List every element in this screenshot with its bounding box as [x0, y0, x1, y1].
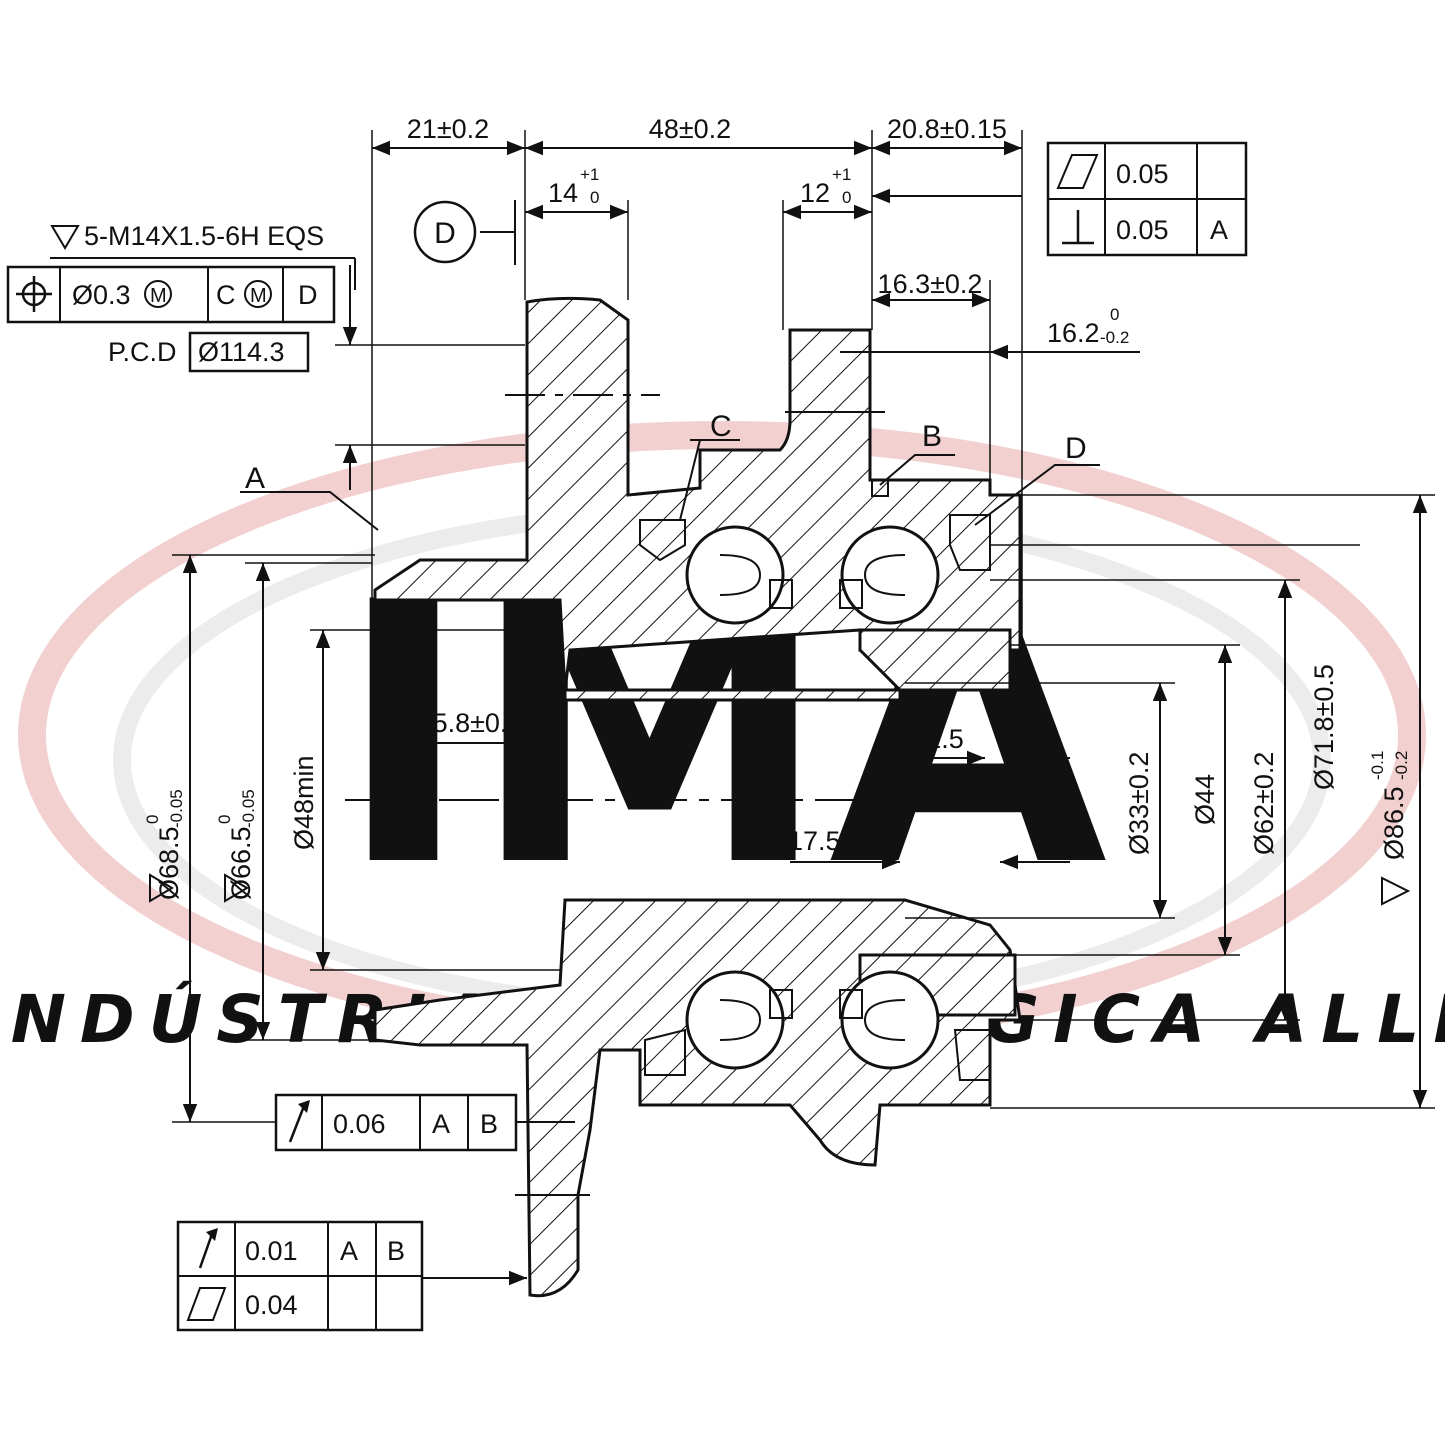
surface-symbols [50, 225, 1411, 906]
svg-text:0.01: 0.01 [245, 1236, 298, 1266]
label-c: C [710, 410, 732, 443]
svg-text:M: M [150, 285, 167, 307]
svg-text:0: 0 [1110, 305, 1119, 324]
surface-triangle-icon [1381, 876, 1411, 906]
runout-icon [198, 1228, 218, 1269]
datum-d-bubble: D [413, 200, 477, 264]
dim-33: Ø33±0.2 [1124, 752, 1154, 855]
pcd-callout: P.C.D Ø114.3 [108, 331, 310, 373]
svg-text:B: B [387, 1236, 405, 1266]
svg-text:16.2: 16.2 [1047, 318, 1100, 348]
dim-71-8: Ø71.8±0.5 [1309, 664, 1339, 790]
seals [639, 514, 991, 1081]
svg-text:0: 0 [143, 815, 162, 824]
svg-text:Ø114.3: Ø114.3 [198, 337, 285, 367]
svg-text:A: A [340, 1236, 358, 1266]
dim-44: Ø44 [1190, 774, 1220, 825]
dim-20-8: 20.8±0.15 [887, 114, 1007, 144]
bearing-ball-4 [840, 970, 940, 1070]
vertical-dimensions [172, 265, 1435, 1123]
svg-text:D: D [298, 280, 318, 310]
svg-text:+1: +1 [580, 165, 599, 184]
bearing-balls [685, 525, 940, 1070]
bearing-ball-1 [685, 525, 785, 625]
svg-text:A: A [432, 1109, 450, 1139]
svg-text:-0.05: -0.05 [167, 789, 186, 828]
top-dimensions [371, 130, 1140, 870]
svg-text:-0.1: -0.1 [1368, 751, 1387, 780]
dim-14: 14 +1 0 [548, 165, 599, 208]
label-a: A [245, 462, 265, 495]
svg-text:0: 0 [858, 836, 867, 855]
svg-text:12: 12 [800, 178, 830, 208]
dim-86-5: Ø86.5 -0.1 -0.2 [1368, 751, 1411, 860]
svg-text:17.5: 17.5 [788, 826, 841, 856]
bearing-ball-2 [840, 525, 940, 625]
svg-text:-0.2: -0.2 [1392, 751, 1411, 780]
svg-text:0: 0 [215, 815, 234, 824]
svg-text:0.06: 0.06 [333, 1109, 386, 1139]
dim-62: Ø62±0.2 [1249, 752, 1279, 855]
svg-text:B: B [480, 1109, 498, 1139]
dim-66-5: Ø66.5 0 -0.05 [215, 789, 258, 900]
runout-icon [288, 1100, 310, 1143]
svg-text:D: D [434, 217, 456, 250]
svg-text:Ø0.3: Ø0.3 [72, 280, 131, 310]
surface-triangle-icon [50, 225, 80, 250]
fcf-top-right: 0.05 0.05 A [1046, 141, 1248, 257]
dim-12: 12 +1 0 [800, 165, 851, 208]
svg-text:0: 0 [590, 188, 599, 207]
svg-text:P.C.D: P.C.D [108, 337, 177, 367]
svg-text:M: M [250, 285, 267, 307]
svg-text:Ø66.5: Ø66.5 [226, 826, 256, 900]
svg-text:+1: +1 [832, 165, 851, 184]
surface-triangle-icon [149, 873, 174, 903]
svg-text:14: 14 [548, 178, 578, 208]
thread-spec: 5-M14X1.5-6H EQS [84, 221, 324, 251]
dim-48min: Ø48min [289, 755, 319, 850]
dim-16-3: 16.3±0.2 [878, 269, 983, 299]
dim-17-5: 17.5 +1 0 [788, 813, 867, 856]
svg-text:C: C [216, 280, 236, 310]
svg-text:+1: +1 [848, 813, 867, 832]
svg-text:0.04: 0.04 [245, 1290, 298, 1320]
flatness-icon [186, 1287, 227, 1321]
svg-text:0: 0 [842, 188, 851, 207]
dim-2-5: 2.5 [926, 724, 964, 754]
fcf-position: Ø0.3 M C M D [6, 265, 336, 324]
position-icon [16, 276, 52, 312]
bearing-ball-3 [685, 970, 785, 1070]
perpendicularity-icon [1062, 210, 1094, 245]
label-d: D [1065, 432, 1087, 465]
dim-25-8: 25.8±0.1 [418, 708, 523, 738]
leaders [50, 200, 1100, 1286]
svg-text:0.05: 0.05 [1116, 215, 1169, 245]
svg-text:A: A [1210, 215, 1228, 245]
dim-16-2: 16.2 0 -0.2 [1047, 305, 1129, 348]
surface-triangle-icon [224, 873, 249, 903]
svg-text:-0.05: -0.05 [239, 789, 258, 828]
dim-48: 48±0.2 [649, 114, 731, 144]
fcf-runout-mid: 0.06 A B [274, 1093, 518, 1152]
svg-text:-0.2: -0.2 [1100, 328, 1129, 347]
label-b: B [922, 420, 942, 453]
svg-text:Ø86.5: Ø86.5 [1379, 786, 1409, 860]
dim-68-5: Ø68.5 0 -0.05 [143, 789, 186, 900]
svg-text:Ø68.5: Ø68.5 [154, 826, 184, 900]
flatness-icon [1056, 154, 1099, 189]
dim-21: 21±0.2 [407, 114, 489, 144]
svg-text:0.05: 0.05 [1116, 159, 1169, 189]
fcf-bottom: 0.01 A B 0.04 [176, 1220, 424, 1332]
